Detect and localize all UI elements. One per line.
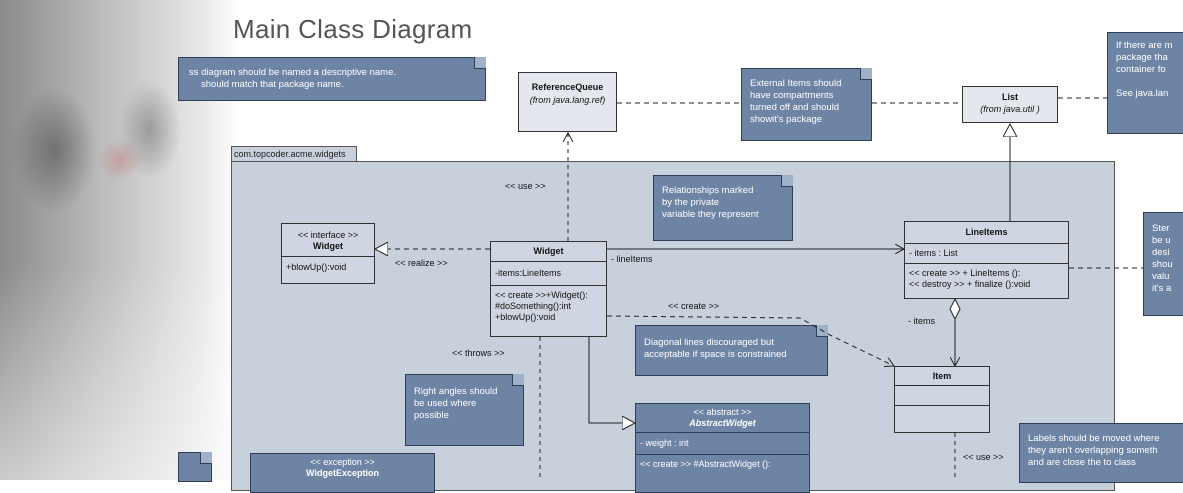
note-line: variable they represent xyxy=(662,209,759,220)
class-name: Widget xyxy=(491,242,606,262)
note-line: shou xyxy=(1152,259,1173,270)
note-stereotypes: Ster be u desi shou valu it's a xyxy=(1143,212,1183,316)
class-header: << exception >> WidgetException xyxy=(251,454,434,482)
note-line: container fo xyxy=(1116,64,1166,75)
class-name: AbstractWidget xyxy=(689,418,756,428)
class-abstract-widget[interactable]: << abstract >> AbstractWidget - weight :… xyxy=(635,403,810,493)
note-line: be u xyxy=(1152,235,1171,246)
class-stereotype: << abstract >> xyxy=(693,407,752,417)
note-line: it's a xyxy=(1152,283,1172,294)
aggregation-diamond xyxy=(949,297,961,321)
create-dependency xyxy=(606,315,894,366)
class-header: << abstract >> AbstractWidget xyxy=(636,404,809,433)
note-line: Relationships marked xyxy=(662,185,754,196)
note-line: If there are m xyxy=(1116,40,1173,51)
note-line: Ster xyxy=(1152,223,1170,234)
note-labels: Labels should be moved where they aren't… xyxy=(1019,423,1183,483)
note-line: and are close the to class xyxy=(1028,457,1136,468)
class-name: List xyxy=(1001,92,1018,102)
note-external-items: External Items should have compartments … xyxy=(741,68,872,141)
class-name: Widget xyxy=(313,241,343,251)
note-line: ss diagram should be named a descriptive… xyxy=(189,67,397,78)
operation: << destroy >> + finalize ():void xyxy=(909,279,1031,289)
class-widget-interface[interactable]: << interface >> Widget +blowUp():void xyxy=(281,223,375,284)
class-operations: +blowUp():void xyxy=(286,262,347,272)
label-throws: << throws >> xyxy=(452,348,505,358)
class-origin: (from java.lang.ref) xyxy=(529,95,606,105)
operation: << create >>+Widget(): xyxy=(495,290,588,300)
note-relationships: Relationships marked by the private vari… xyxy=(653,175,793,241)
class-name: WidgetException xyxy=(306,468,379,478)
operation: << create >> + LineItems (): xyxy=(909,268,1021,278)
label-use-bottom: << use >> xyxy=(963,452,1004,462)
note-line: valu xyxy=(1152,271,1170,282)
class-origin: (from java.util ) xyxy=(980,104,1040,114)
class-operations: << create >> + LineItems (): << destroy … xyxy=(905,264,1068,292)
note-diagonal-lines: Diagonal lines discouraged but acceptabl… xyxy=(635,325,828,376)
note-line: showit's package xyxy=(750,114,823,125)
label-use: << use >> xyxy=(505,181,546,191)
relationship-lines xyxy=(0,97,1143,480)
label-line-items: - lineItems xyxy=(611,254,653,264)
class-attributes: -items:LineItems xyxy=(491,262,606,286)
class-attributes: - items : List xyxy=(905,244,1068,264)
generalization-abstract xyxy=(588,337,635,423)
class-attributes xyxy=(895,386,989,406)
note-fold xyxy=(781,175,793,187)
diagram-title: Main Class Diagram xyxy=(233,14,473,44)
class-name: Item xyxy=(895,367,989,386)
note-line: package tha xyxy=(1116,52,1168,63)
note-line: turned off and should xyxy=(750,102,840,113)
class-line-items[interactable]: LineItems - items : List << create >> + … xyxy=(904,221,1069,299)
note-fold xyxy=(200,452,212,464)
note-line: be used where xyxy=(414,398,477,409)
note-line: desi xyxy=(1152,247,1170,258)
note-line: should match that package name. xyxy=(201,79,344,90)
note-line: possible xyxy=(414,410,449,421)
note-naming: ss diagram should be named a descriptive… xyxy=(178,57,486,101)
class-list[interactable]: List (from java.util ) xyxy=(962,86,1058,123)
class-operations: << create >>+Widget(): #doSomething():in… xyxy=(491,286,606,325)
class-reference-queue[interactable]: ReferenceQueue (from java.lang.ref) xyxy=(518,72,617,132)
note-line: have compartments xyxy=(750,90,834,101)
note-top-right: If there are m package tha container fo … xyxy=(1107,32,1183,134)
operation: #doSomething():int xyxy=(495,301,572,311)
note-line: Right angles should xyxy=(414,386,498,397)
package-tab: com.topcoder.acme.widgets xyxy=(231,146,357,161)
class-name: LineItems xyxy=(905,222,1068,244)
note-line: Labels should be moved where xyxy=(1028,433,1160,444)
operation: +blowUp():void xyxy=(495,312,556,322)
class-name: ReferenceQueue xyxy=(531,82,604,92)
class-item[interactable]: Item xyxy=(894,366,990,433)
note-line: Diagonal lines discouraged but xyxy=(644,337,774,348)
note-line: they aren't overlapping someth xyxy=(1028,445,1158,456)
note-line: acceptable if space is constrained xyxy=(644,349,787,360)
note-fold xyxy=(860,68,872,80)
class-widget[interactable]: Widget -items:LineItems << create >>+Wid… xyxy=(490,241,607,337)
note-fold xyxy=(474,57,486,69)
class-stereotype: << interface >> xyxy=(297,230,359,240)
class-operations: << create >> #AbstractWidget (): xyxy=(640,459,771,469)
note-line: External Items should xyxy=(750,78,842,89)
class-stereotype: << exception >> xyxy=(310,457,375,467)
label-items: - items xyxy=(908,316,935,326)
class-attributes: - weight : int xyxy=(636,433,809,455)
class-header: << interface >> Widget xyxy=(282,224,374,257)
label-create: << create >> xyxy=(668,301,720,311)
note-right-angles: Right angles should be used where possib… xyxy=(405,374,524,446)
note-line: See java.lan xyxy=(1116,88,1169,99)
note-line: by the private xyxy=(662,197,720,208)
note-fold xyxy=(512,374,524,386)
label-realize: << realize >> xyxy=(395,258,448,268)
